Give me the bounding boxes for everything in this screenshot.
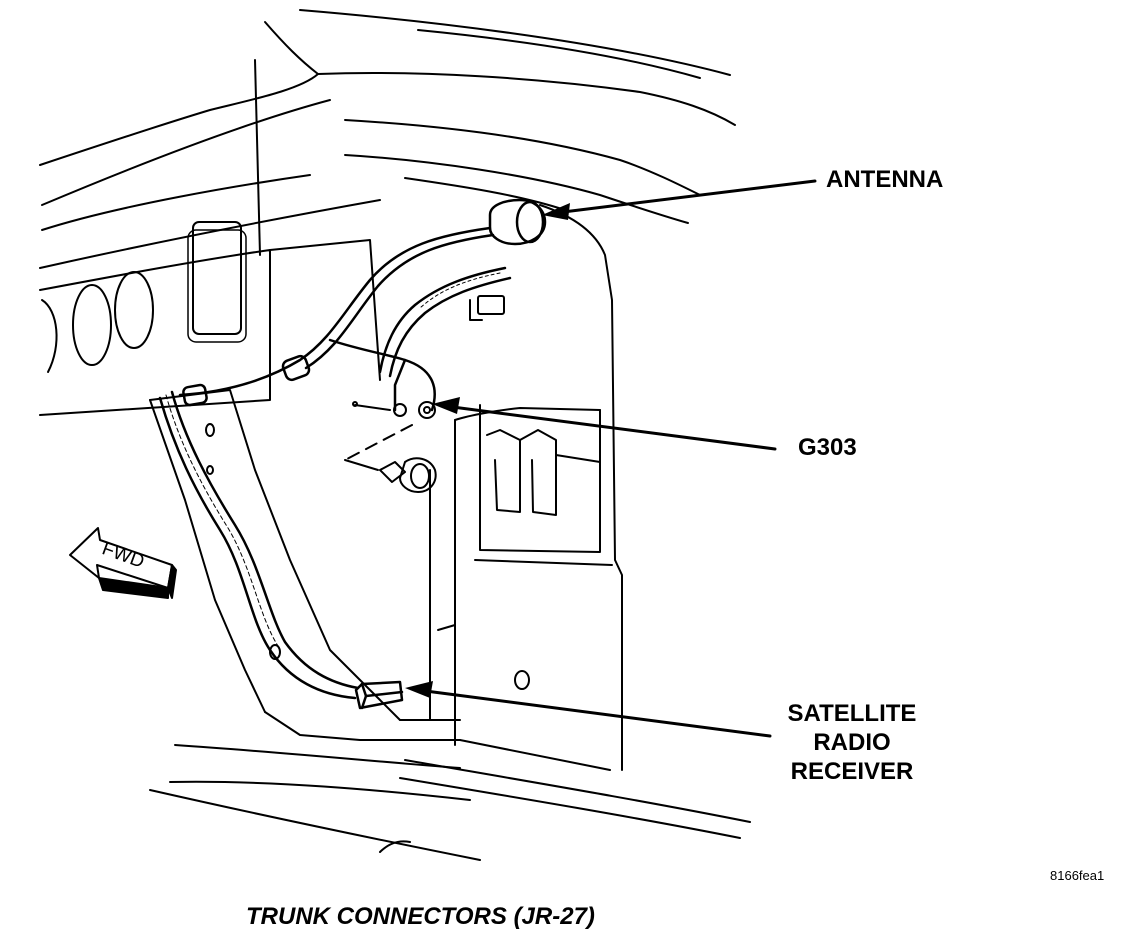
ground-leader (443, 404, 777, 451)
satellite-radio-receiver-label: SATELLITE RADIO RECEIVER (752, 699, 952, 786)
receiver-connector (354, 680, 404, 710)
receiver-arrowhead (405, 681, 433, 698)
floor-lines (149, 744, 751, 861)
receiver-label-line-1: SATELLITE (787, 700, 917, 727)
antenna-label: ANTENNA (826, 166, 944, 193)
receiver-leader (416, 688, 772, 738)
figure-caption: TRUNK CONNECTORS (JR-27) (246, 903, 595, 930)
fwd-arrow-icon (69, 527, 177, 599)
antenna-arrowhead (542, 203, 570, 220)
rear-panel (39, 221, 381, 416)
pigtail-connector (469, 295, 505, 321)
body-panel-lines (39, 9, 736, 269)
receiver-label-line-2: RADIO (813, 729, 891, 756)
ground-g303-label: G303 (798, 434, 857, 461)
side-trim (149, 389, 461, 741)
ground-bolt (379, 457, 437, 493)
figure-id: 8166fea1 (1050, 868, 1105, 883)
antenna-leader (553, 179, 817, 215)
antenna-connector (488, 198, 547, 246)
ground-arrowhead (432, 397, 460, 414)
callout-leaders (416, 179, 817, 738)
quarter-panel (429, 204, 623, 771)
wiring-harness (158, 226, 512, 700)
ground-eyelet (344, 401, 436, 471)
receiver-label-line-3: RECEIVER (790, 758, 914, 785)
